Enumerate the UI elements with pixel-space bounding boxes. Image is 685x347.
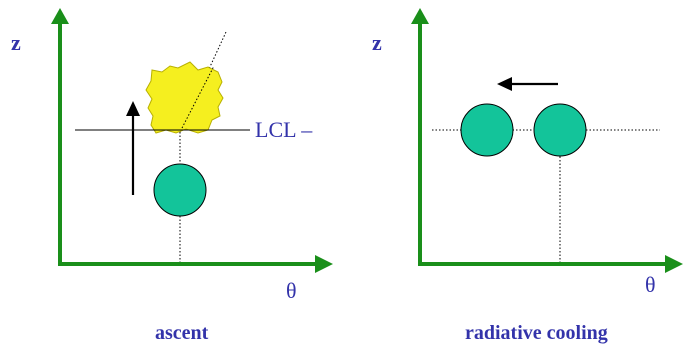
left-z-label: z (11, 30, 21, 55)
right-panel: z θ radiative cooling (372, 8, 683, 344)
right-parcel-after (461, 104, 513, 156)
ascent-arrow-head (126, 101, 140, 116)
left-panel: z LCL – θ ascent (11, 8, 333, 344)
right-theta-axis-arrowhead (665, 255, 683, 273)
lcl-label: LCL – (255, 117, 313, 142)
right-z-axis-arrowhead (411, 8, 429, 24)
right-caption: radiative cooling (465, 322, 608, 344)
left-theta-axis-arrowhead (315, 255, 333, 273)
right-parcel-before (534, 104, 586, 156)
cloud-shape (146, 62, 223, 133)
left-z-axis-arrowhead (51, 8, 69, 24)
left-theta-label: θ (286, 278, 297, 303)
right-z-label: z (372, 30, 382, 55)
left-caption: ascent (155, 322, 209, 344)
right-theta-label: θ (645, 272, 656, 297)
left-parcel (154, 164, 206, 216)
cooling-arrow-head (497, 77, 512, 91)
